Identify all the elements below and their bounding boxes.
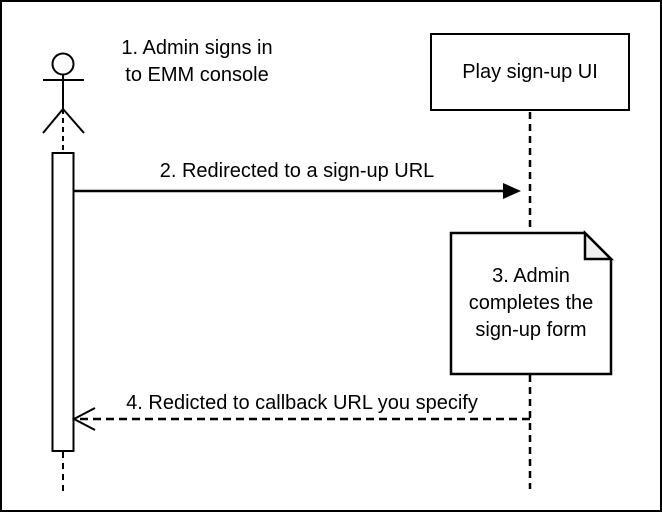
note3-line2: completes the xyxy=(468,292,594,314)
participant-label: Play sign-up UI xyxy=(462,60,598,83)
note3-line3: sign-up form xyxy=(475,319,587,341)
message4-open-arrowhead-icon xyxy=(71,407,96,431)
step1-annotation: 1. Admin signs in to EMM console xyxy=(97,35,297,89)
step1-line2: to EMM console xyxy=(125,64,269,86)
actor-leg-left xyxy=(42,108,64,134)
message2-label: 2. Redirected to a sign-up URL xyxy=(159,160,435,182)
note3-text: 3. Admin completes the sign-up form xyxy=(451,233,611,374)
message4-arrow xyxy=(71,407,530,431)
message2-arrow xyxy=(74,183,521,199)
actor-icon xyxy=(42,52,85,134)
actor-head xyxy=(51,52,75,76)
message4-label: 4. Redicted to callback URL you specify xyxy=(126,392,478,414)
note-shape xyxy=(449,229,615,376)
participant-play-signup-ui: Play sign-up UI xyxy=(430,33,630,111)
activation-bar xyxy=(51,152,75,452)
note3-line1: 3. Admin xyxy=(492,265,570,287)
note-body xyxy=(449,231,613,376)
message2-arrowhead-icon xyxy=(503,183,521,199)
step1-line1: 1. Admin signs in xyxy=(121,37,273,59)
actor-leg-right xyxy=(62,108,85,134)
note-fold-icon xyxy=(583,229,615,261)
